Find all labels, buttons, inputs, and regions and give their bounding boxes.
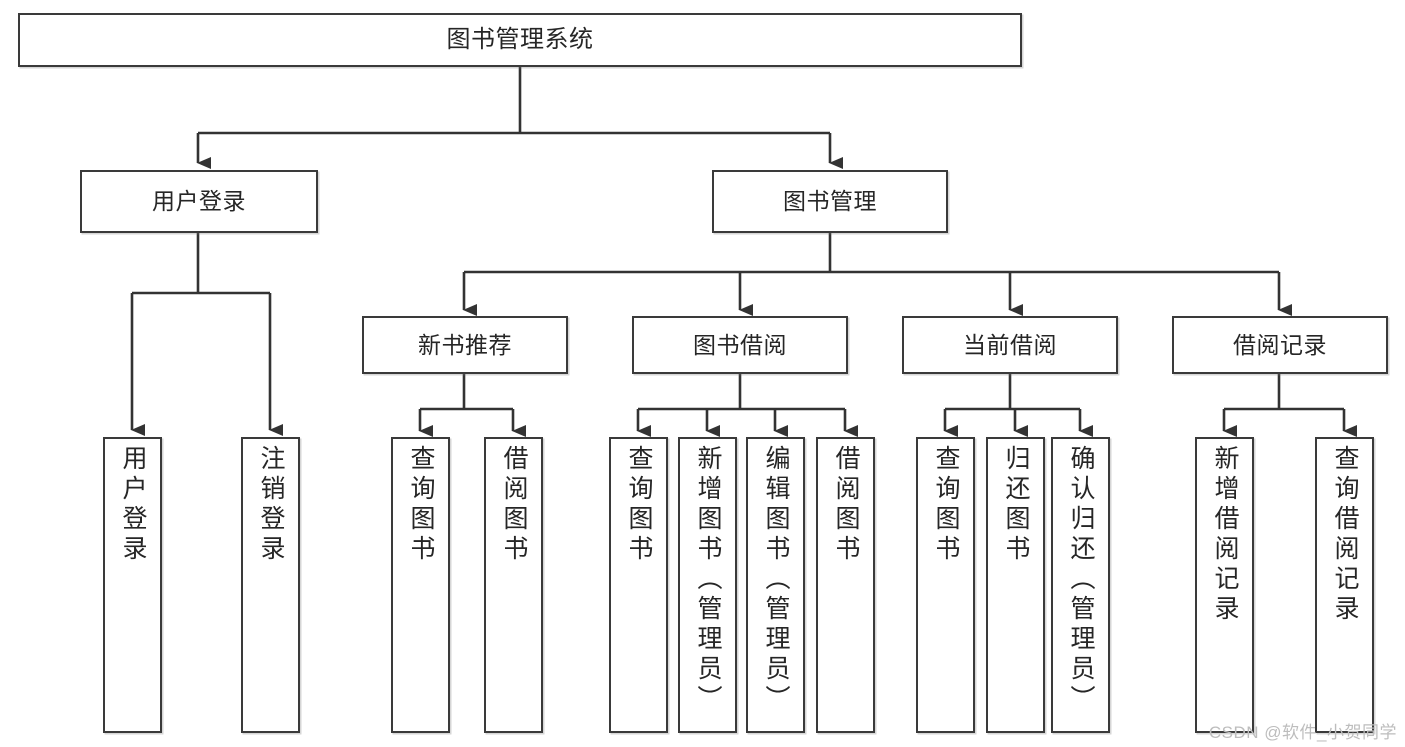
leaf-book-borrow-borrow-label: 借阅图书 <box>832 445 860 565</box>
node-book-manage-label: 图书管理 <box>783 188 877 215</box>
leaf-new-book-borrow[interactable]: 借阅图书 <box>484 437 543 733</box>
leaf-user-login-login-label: 用户登录 <box>119 445 147 565</box>
leaf-user-login-logout[interactable]: 注销登录 <box>241 437 300 733</box>
leaf-current-borrow-return-label: 归还图书 <box>1002 445 1030 565</box>
node-new-book-recommend[interactable]: 新书推荐 <box>362 316 568 374</box>
leaf-current-borrow-confirm-label: 确认归还（管理员） <box>1067 445 1095 715</box>
leaf-borrow-record-add[interactable]: 新增借阅记录 <box>1195 437 1254 733</box>
node-borrow-record[interactable]: 借阅记录 <box>1172 316 1388 374</box>
leaf-book-borrow-add[interactable]: 新增图书（管理员） <box>678 437 737 733</box>
leaf-book-borrow-query-label: 查询图书 <box>625 445 653 565</box>
leaf-current-borrow-query[interactable]: 查询图书 <box>916 437 975 733</box>
leaf-book-borrow-add-label: 新增图书（管理员） <box>694 445 722 715</box>
leaf-current-borrow-confirm[interactable]: 确认归还（管理员） <box>1051 437 1110 733</box>
csdn-watermark: CSDN @软件_小贺同学 <box>1208 723 1397 742</box>
leaf-current-borrow-query-label: 查询图书 <box>932 445 960 565</box>
leaf-borrow-record-query[interactable]: 查询借阅记录 <box>1315 437 1374 733</box>
node-user-login[interactable]: 用户登录 <box>80 170 318 233</box>
leaf-borrow-record-query-label: 查询借阅记录 <box>1331 445 1359 625</box>
leaf-book-borrow-query[interactable]: 查询图书 <box>609 437 668 733</box>
leaf-user-login-login[interactable]: 用户登录 <box>103 437 162 733</box>
node-book-manage[interactable]: 图书管理 <box>712 170 948 233</box>
leaf-new-book-query-label: 查询图书 <box>407 445 435 565</box>
leaf-borrow-record-add-label: 新增借阅记录 <box>1211 445 1239 625</box>
leaf-book-borrow-borrow[interactable]: 借阅图书 <box>816 437 875 733</box>
node-book-borrow-label: 图书借阅 <box>693 331 787 358</box>
leaf-book-borrow-edit-label: 编辑图书（管理员） <box>762 445 790 715</box>
leaf-current-borrow-return[interactable]: 归还图书 <box>986 437 1045 733</box>
leaf-new-book-borrow-label: 借阅图书 <box>500 445 528 565</box>
leaf-new-book-query[interactable]: 查询图书 <box>391 437 450 733</box>
node-new-book-recommend-label: 新书推荐 <box>418 331 512 358</box>
node-borrow-record-label: 借阅记录 <box>1233 331 1327 358</box>
leaf-user-login-logout-label: 注销登录 <box>257 445 285 565</box>
node-current-borrow[interactable]: 当前借阅 <box>902 316 1118 374</box>
node-book-borrow[interactable]: 图书借阅 <box>632 316 848 374</box>
node-root-system[interactable]: 图书管理系统 <box>18 13 1022 67</box>
leaf-book-borrow-edit[interactable]: 编辑图书（管理员） <box>746 437 805 733</box>
node-current-borrow-label: 当前借阅 <box>963 331 1057 358</box>
node-root-system-label: 图书管理系统 <box>446 26 594 54</box>
node-user-login-label: 用户登录 <box>152 188 246 215</box>
